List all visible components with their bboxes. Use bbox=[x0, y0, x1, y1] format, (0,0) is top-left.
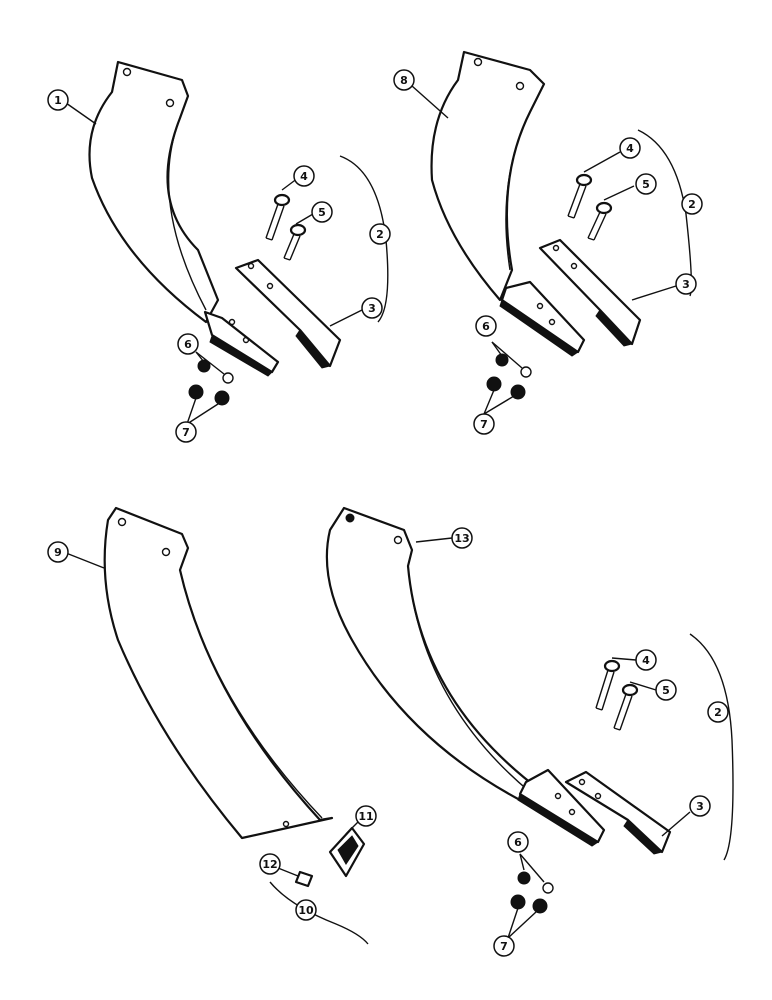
svg-text:3: 3 bbox=[368, 302, 376, 315]
hardware-6-7 bbox=[188, 359, 234, 406]
callout-2: 2 bbox=[369, 223, 391, 245]
svg-text:2: 2 bbox=[688, 198, 696, 211]
bolt-4-b bbox=[567, 173, 593, 219]
callout-11: 11 bbox=[355, 805, 377, 827]
svg-text:9: 9 bbox=[54, 546, 62, 559]
pin-12 bbox=[294, 870, 314, 888]
svg-text:3: 3 bbox=[682, 278, 690, 291]
svg-text:2: 2 bbox=[714, 706, 722, 719]
callout-7: 7 bbox=[175, 421, 197, 443]
callout-4-c: 4 bbox=[635, 649, 657, 671]
callout-7-b: 7 bbox=[473, 413, 495, 435]
svg-text:7: 7 bbox=[480, 418, 488, 431]
svg-text:4: 4 bbox=[642, 654, 650, 667]
point-3-mounted-on-8 bbox=[499, 280, 586, 357]
callout-3-b: 3 bbox=[675, 273, 697, 295]
hardware-6-7-b bbox=[486, 353, 532, 400]
callout-12: 12 bbox=[259, 853, 281, 875]
svg-text:5: 5 bbox=[662, 684, 670, 697]
point-3-mounted-on-13 bbox=[517, 768, 606, 847]
callout-7-c: 7 bbox=[493, 935, 515, 957]
svg-text:12: 12 bbox=[262, 858, 277, 871]
bolt-4 bbox=[265, 193, 291, 241]
point-3-mounted-on-1 bbox=[203, 310, 280, 377]
leader-lines bbox=[65, 85, 734, 945]
callout-4: 4 bbox=[293, 165, 315, 187]
point-3 bbox=[234, 258, 342, 369]
callout-6-c: 6 bbox=[507, 831, 529, 853]
bolt-5 bbox=[283, 223, 307, 261]
svg-text:7: 7 bbox=[500, 940, 508, 953]
shank-13 bbox=[325, 506, 542, 802]
callout-6: 6 bbox=[177, 333, 199, 355]
svg-text:4: 4 bbox=[300, 170, 308, 183]
bolt-4-c bbox=[595, 659, 621, 711]
callout-2-b: 2 bbox=[681, 193, 703, 215]
svg-text:3: 3 bbox=[696, 800, 704, 813]
callout-5-b: 5 bbox=[635, 173, 657, 195]
svg-text:6: 6 bbox=[482, 320, 490, 333]
callout-10: 10 bbox=[295, 899, 317, 921]
callout-8: 8 bbox=[393, 69, 415, 91]
callout-5: 5 bbox=[311, 201, 333, 223]
svg-text:13: 13 bbox=[454, 532, 469, 545]
hardware-6-7-c bbox=[510, 871, 554, 914]
point-3-c bbox=[564, 770, 672, 855]
svg-text:1: 1 bbox=[54, 94, 62, 107]
callout-13: 13 bbox=[451, 527, 473, 549]
svg-text:5: 5 bbox=[318, 206, 326, 219]
svg-text:6: 6 bbox=[514, 836, 522, 849]
tooth-11 bbox=[328, 826, 366, 878]
callout-5-c: 5 bbox=[655, 679, 677, 701]
shank-9 bbox=[103, 506, 334, 840]
svg-text:5: 5 bbox=[642, 178, 650, 191]
svg-text:11: 11 bbox=[358, 810, 373, 823]
callout-9: 9 bbox=[47, 541, 69, 563]
svg-text:8: 8 bbox=[400, 74, 408, 87]
point-3-b bbox=[538, 238, 642, 347]
svg-text:10: 10 bbox=[298, 904, 314, 917]
callout-1: 1 bbox=[47, 89, 69, 111]
svg-text:7: 7 bbox=[182, 426, 190, 439]
callout-2-c: 2 bbox=[707, 701, 729, 723]
shank-8 bbox=[430, 50, 546, 302]
callout-3: 3 bbox=[361, 297, 383, 319]
svg-text:6: 6 bbox=[184, 338, 192, 351]
callout-4-b: 4 bbox=[619, 137, 641, 159]
shank-1 bbox=[88, 60, 220, 324]
svg-text:4: 4 bbox=[626, 142, 634, 155]
bolt-5-c bbox=[613, 683, 639, 731]
callouts: 1 4 5 2 3 6 7 8 4 5 2 3 6 7 9 11 12 10 1… bbox=[47, 69, 729, 957]
callout-6-b: 6 bbox=[475, 315, 497, 337]
svg-text:2: 2 bbox=[376, 228, 384, 241]
bolt-5-b bbox=[587, 201, 613, 241]
callout-3-c: 3 bbox=[689, 795, 711, 817]
